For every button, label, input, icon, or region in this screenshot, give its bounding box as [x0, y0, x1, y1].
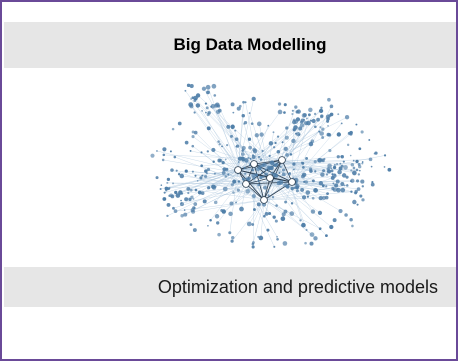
caption-band: Optimization and predictive models — [4, 267, 456, 307]
card-caption: Optimization and predictive models — [157, 276, 438, 297]
card-title: Big Data Modelling — [173, 35, 327, 54]
network-nodes — [150, 83, 392, 249]
network-graph-icon — [150, 83, 392, 249]
title-band: Big Data Modelling — [4, 22, 456, 68]
